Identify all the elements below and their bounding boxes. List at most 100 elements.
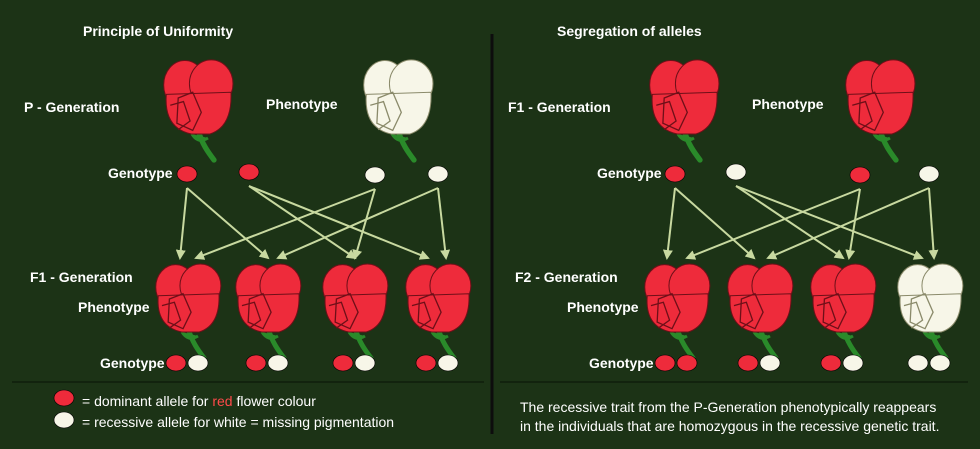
sepal xyxy=(922,331,941,340)
keel-outline xyxy=(909,292,934,330)
keel-outline xyxy=(662,91,689,132)
right-inheritance-arrow xyxy=(735,185,845,260)
right-offspring-flower-2 xyxy=(727,263,794,361)
legend-recessive-word: white xyxy=(213,414,247,430)
sepal xyxy=(676,133,695,142)
left-offspring-3-allele-2 xyxy=(354,354,376,372)
right-offspring-4-allele-2 xyxy=(929,354,951,372)
right-parent-flower-2 xyxy=(845,59,916,163)
legend-recessive-suffix: = missing pigmentation xyxy=(250,414,395,430)
flower-body xyxy=(651,91,718,135)
right-offspring-2-allele-1 xyxy=(737,354,759,372)
left-parent-allele-3 xyxy=(364,166,386,184)
right-offspring-flower-3 xyxy=(810,263,877,361)
legend-white-dot xyxy=(53,411,75,429)
left-offspring-1-allele-1 xyxy=(165,354,187,372)
parent-genotype-label: Genotype xyxy=(108,165,173,181)
flower-body xyxy=(407,293,470,333)
wing-outline xyxy=(816,301,837,329)
left-offspring-flower-3 xyxy=(322,263,389,361)
left-inheritance-arrow xyxy=(186,187,270,260)
f2-genotype-label: Genotype xyxy=(589,355,654,371)
left-inheritance-arrow xyxy=(437,187,451,260)
right-inheritance-arrow xyxy=(766,187,930,260)
left-offspring-flower-2 xyxy=(235,263,302,361)
right-offspring-flower-4 xyxy=(897,263,964,361)
p-generation-label: P - Generation xyxy=(24,99,120,115)
f2-generation-label: F2 - Generation xyxy=(515,269,618,285)
left-inheritance-arrow xyxy=(194,188,376,260)
left-offspring-4-allele-2 xyxy=(437,354,459,372)
flower-body xyxy=(237,293,300,333)
wing-outline xyxy=(650,301,671,329)
sepal xyxy=(190,133,209,142)
right-f1-generation-label: F1 - Generation xyxy=(508,99,611,115)
keel-outline xyxy=(739,292,764,330)
keel-outline xyxy=(376,91,403,132)
left-offspring-2-allele-1 xyxy=(245,354,267,372)
left-offspring-flower-4 xyxy=(405,263,472,361)
sepal xyxy=(669,331,688,340)
f2-phenotype-label: Phenotype xyxy=(567,299,639,315)
flower-body xyxy=(646,293,709,333)
right-parent-flower-1 xyxy=(649,59,720,163)
wing-outline xyxy=(852,100,873,131)
legend-recessive: = recessive allele for white = missing p… xyxy=(82,414,394,430)
left-parent-flower-1 xyxy=(163,59,234,163)
wing-outline xyxy=(328,301,349,329)
left-inheritance-arrow xyxy=(276,187,439,260)
note-line-1: The recessive trait from the P-Generatio… xyxy=(520,399,937,415)
legend-recessive-prefix: = recessive allele for xyxy=(82,414,211,430)
right-offspring-1-allele-2 xyxy=(676,354,698,372)
wing-outline xyxy=(241,301,262,329)
left-offspring-1-allele-2 xyxy=(187,354,209,372)
left-inheritance-arrow xyxy=(352,188,376,260)
f1-generation-label: F1 - Generation xyxy=(30,269,133,285)
wing-outline xyxy=(903,301,924,329)
flower-body xyxy=(165,91,232,135)
right-parent-phenotype-label: Phenotype xyxy=(752,96,824,112)
legend-dominant-word: red xyxy=(212,393,233,409)
sepal xyxy=(835,331,854,340)
keel-outline xyxy=(334,292,359,330)
left-offspring-4-allele-1 xyxy=(415,354,437,372)
right-parent-allele-2 xyxy=(725,163,747,181)
sepal xyxy=(260,331,279,340)
keel-outline xyxy=(656,292,681,330)
right-inheritance-arrow xyxy=(685,188,861,260)
left-inheritance-arrow xyxy=(248,185,357,260)
legend-red-dot xyxy=(53,389,75,407)
right-offspring-1-allele-1 xyxy=(654,354,676,372)
right-inheritance-arrow xyxy=(928,187,939,260)
right-parent-allele-1 xyxy=(664,165,686,183)
parent-phenotype-label: Phenotype xyxy=(266,96,338,112)
sepal xyxy=(872,133,891,142)
keel-outline xyxy=(822,292,847,330)
sepal xyxy=(180,331,199,340)
left-parent-allele-4 xyxy=(427,165,449,183)
flower-body xyxy=(324,293,387,333)
legend-dominant-prefix: = dominant allele for xyxy=(82,393,209,409)
right-parent-allele-3 xyxy=(849,166,871,184)
wing-outline xyxy=(161,301,182,329)
sepal xyxy=(752,331,771,340)
keel-outline xyxy=(858,91,885,132)
left-inheritance-arrow xyxy=(248,185,430,260)
legend-dominant-suffix: flower colour xyxy=(236,393,316,409)
flower-body xyxy=(847,91,914,135)
sepal xyxy=(390,133,409,142)
wing-outline xyxy=(733,301,754,329)
flower-body xyxy=(157,293,220,333)
right-offspring-2-allele-2 xyxy=(759,354,781,372)
right-inheritance-arrow xyxy=(674,187,756,260)
wing-outline xyxy=(370,100,391,131)
left-parent-allele-2 xyxy=(238,163,260,181)
flower-body xyxy=(812,293,875,333)
left-offspring-2-allele-2 xyxy=(267,354,289,372)
right-parent-genotype-label: Genotype xyxy=(597,165,662,181)
left-offspring-3-allele-1 xyxy=(332,354,354,372)
wing-outline xyxy=(411,301,432,329)
right-inheritance-arrow xyxy=(662,187,676,260)
flower-body xyxy=(365,91,432,135)
keel-outline xyxy=(417,292,442,330)
